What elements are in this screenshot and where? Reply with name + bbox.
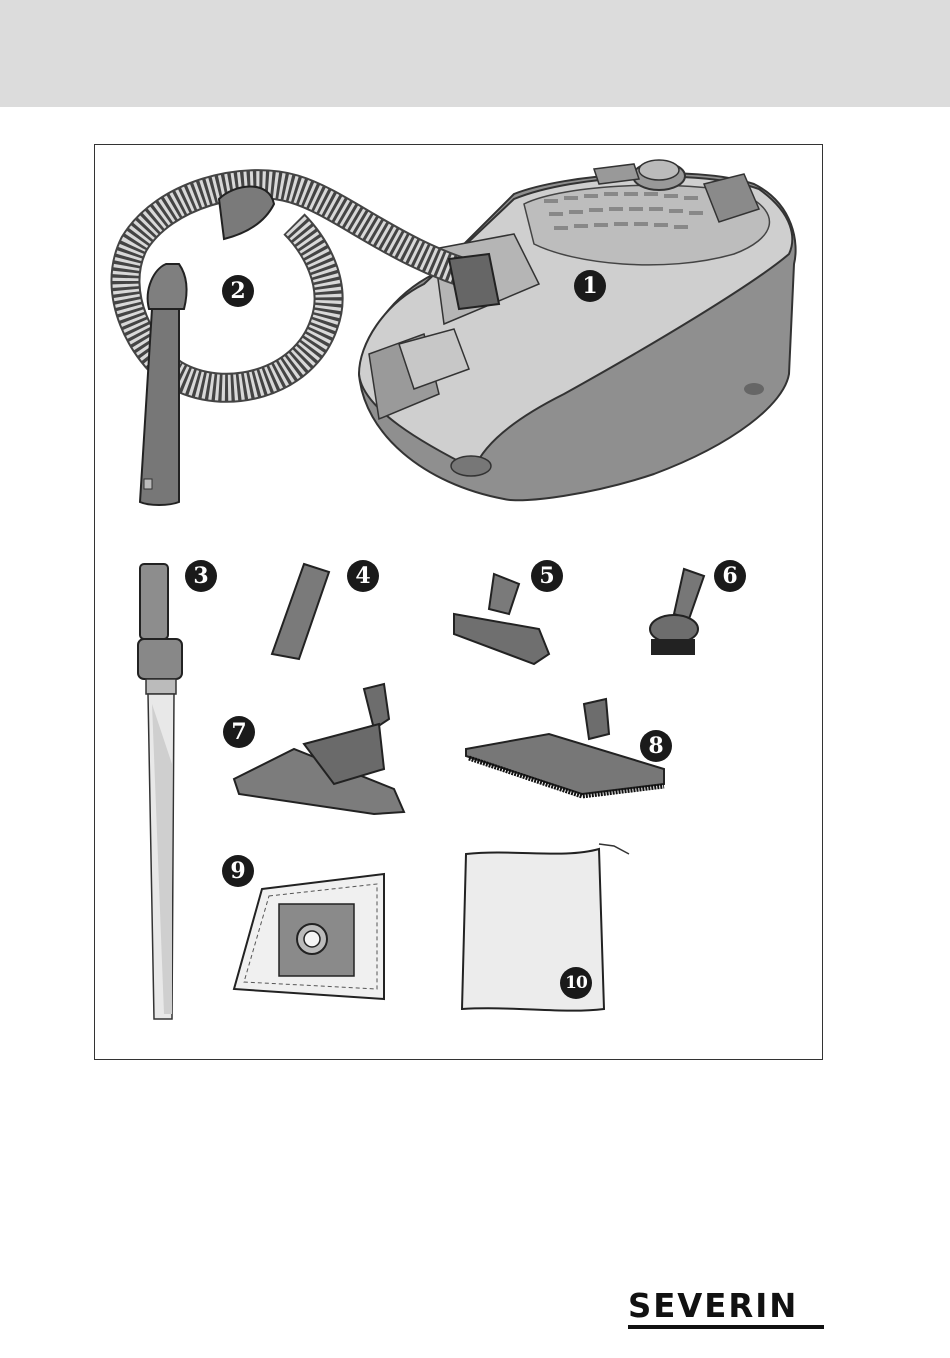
callout-10: 10 xyxy=(560,967,592,999)
callout-8: 8 xyxy=(640,730,672,762)
parts-illustration xyxy=(94,144,823,1060)
header-band xyxy=(0,0,950,107)
parquet-floor-nozzle xyxy=(466,699,664,796)
callout-2: 2 xyxy=(222,275,254,307)
callout-3: 3 xyxy=(185,560,217,592)
telescopic-tube xyxy=(138,564,182,1019)
brand-underline xyxy=(628,1325,824,1329)
combination-floor-nozzle xyxy=(234,684,404,814)
callout-7: 7 xyxy=(223,716,255,748)
callout-1: 1 xyxy=(574,270,606,302)
crevice-nozzle xyxy=(272,564,329,659)
callout-9: 9 xyxy=(222,855,254,887)
callout-6: 6 xyxy=(714,560,746,592)
vacuum-cleaner-body xyxy=(359,160,796,500)
dust-bag xyxy=(234,874,384,999)
upholstery-nozzle xyxy=(454,574,549,664)
callout-4: 4 xyxy=(347,560,379,592)
brand-logo: SEVERIN xyxy=(628,1288,825,1329)
callout-5: 5 xyxy=(531,560,563,592)
fabric-storage-bag xyxy=(462,844,629,1011)
dusting-brush xyxy=(650,569,704,655)
brand-name: SEVERIN xyxy=(628,1288,821,1324)
